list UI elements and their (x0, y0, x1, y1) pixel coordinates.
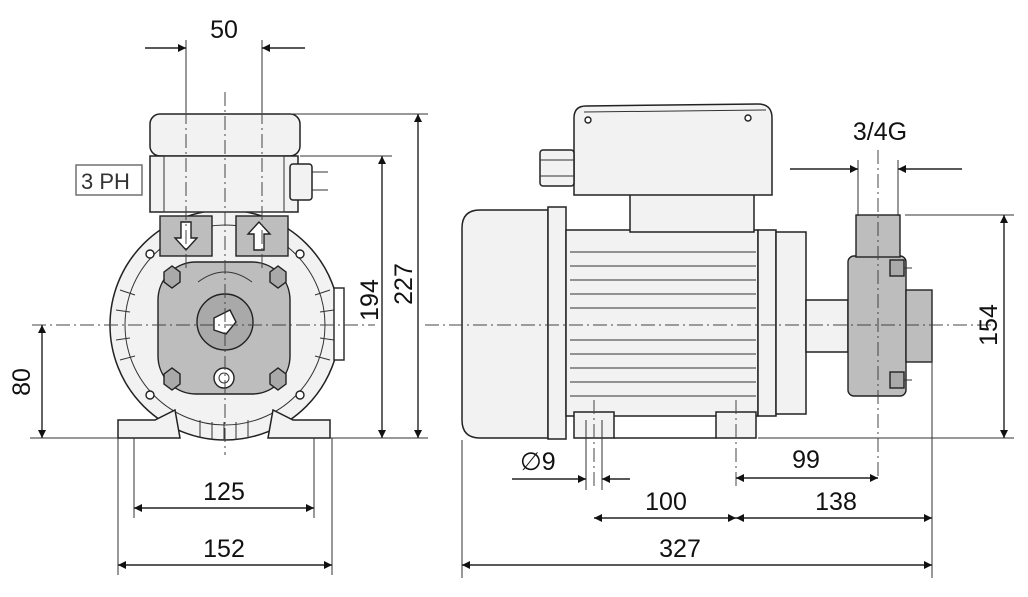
dim-port-offset: 99 (792, 446, 820, 474)
side-block (333, 287, 345, 361)
dim-base-height: 80 (8, 368, 36, 396)
dim-port-height: 154 (975, 304, 1003, 346)
seal-housing (805, 299, 849, 353)
drain-plug-icon (213, 367, 235, 389)
dim-foot-to-end: 138 (815, 488, 857, 516)
terminal-box (149, 155, 299, 213)
dim-foot-holes: 125 (203, 478, 245, 506)
housing-bolts (145, 249, 305, 400)
end-flange (547, 206, 567, 440)
phase-label: 3 PH (81, 169, 130, 194)
right-foot (267, 408, 331, 439)
side-terminal-box (573, 103, 773, 196)
dim-top-width: 50 (210, 16, 238, 44)
side-view: 3/4G 154 ∅9 99 100 138 327 (425, 103, 1014, 578)
dim-height-body: 194 (356, 279, 384, 321)
cable-gland (289, 163, 313, 201)
left-foot (117, 408, 181, 439)
adapter-ring (757, 229, 777, 417)
motor-body (565, 229, 759, 417)
arrow-up-icon (246, 220, 272, 251)
dim-height-total: 227 (390, 263, 418, 305)
front-view: 3 PH 50 80 194 227 125 152 (8, 16, 428, 575)
dim-total-length: 327 (659, 535, 701, 563)
dim-foot-spacing: 100 (645, 488, 687, 516)
dim-foot-width: 152 (203, 535, 245, 563)
side-cable-gland (539, 149, 575, 187)
side-terminal-base (629, 191, 755, 233)
dim-hole-diameter: ∅9 (520, 448, 556, 476)
phase-label-box (75, 164, 143, 196)
cooling-ribs (115, 289, 335, 440)
motor-fins (570, 251, 756, 397)
pump-bracket (775, 231, 807, 415)
pump-cover (905, 289, 933, 363)
head-bolts (889, 259, 912, 389)
fan-cover (461, 209, 549, 439)
dim-port-thread: 3/4G (853, 118, 907, 146)
